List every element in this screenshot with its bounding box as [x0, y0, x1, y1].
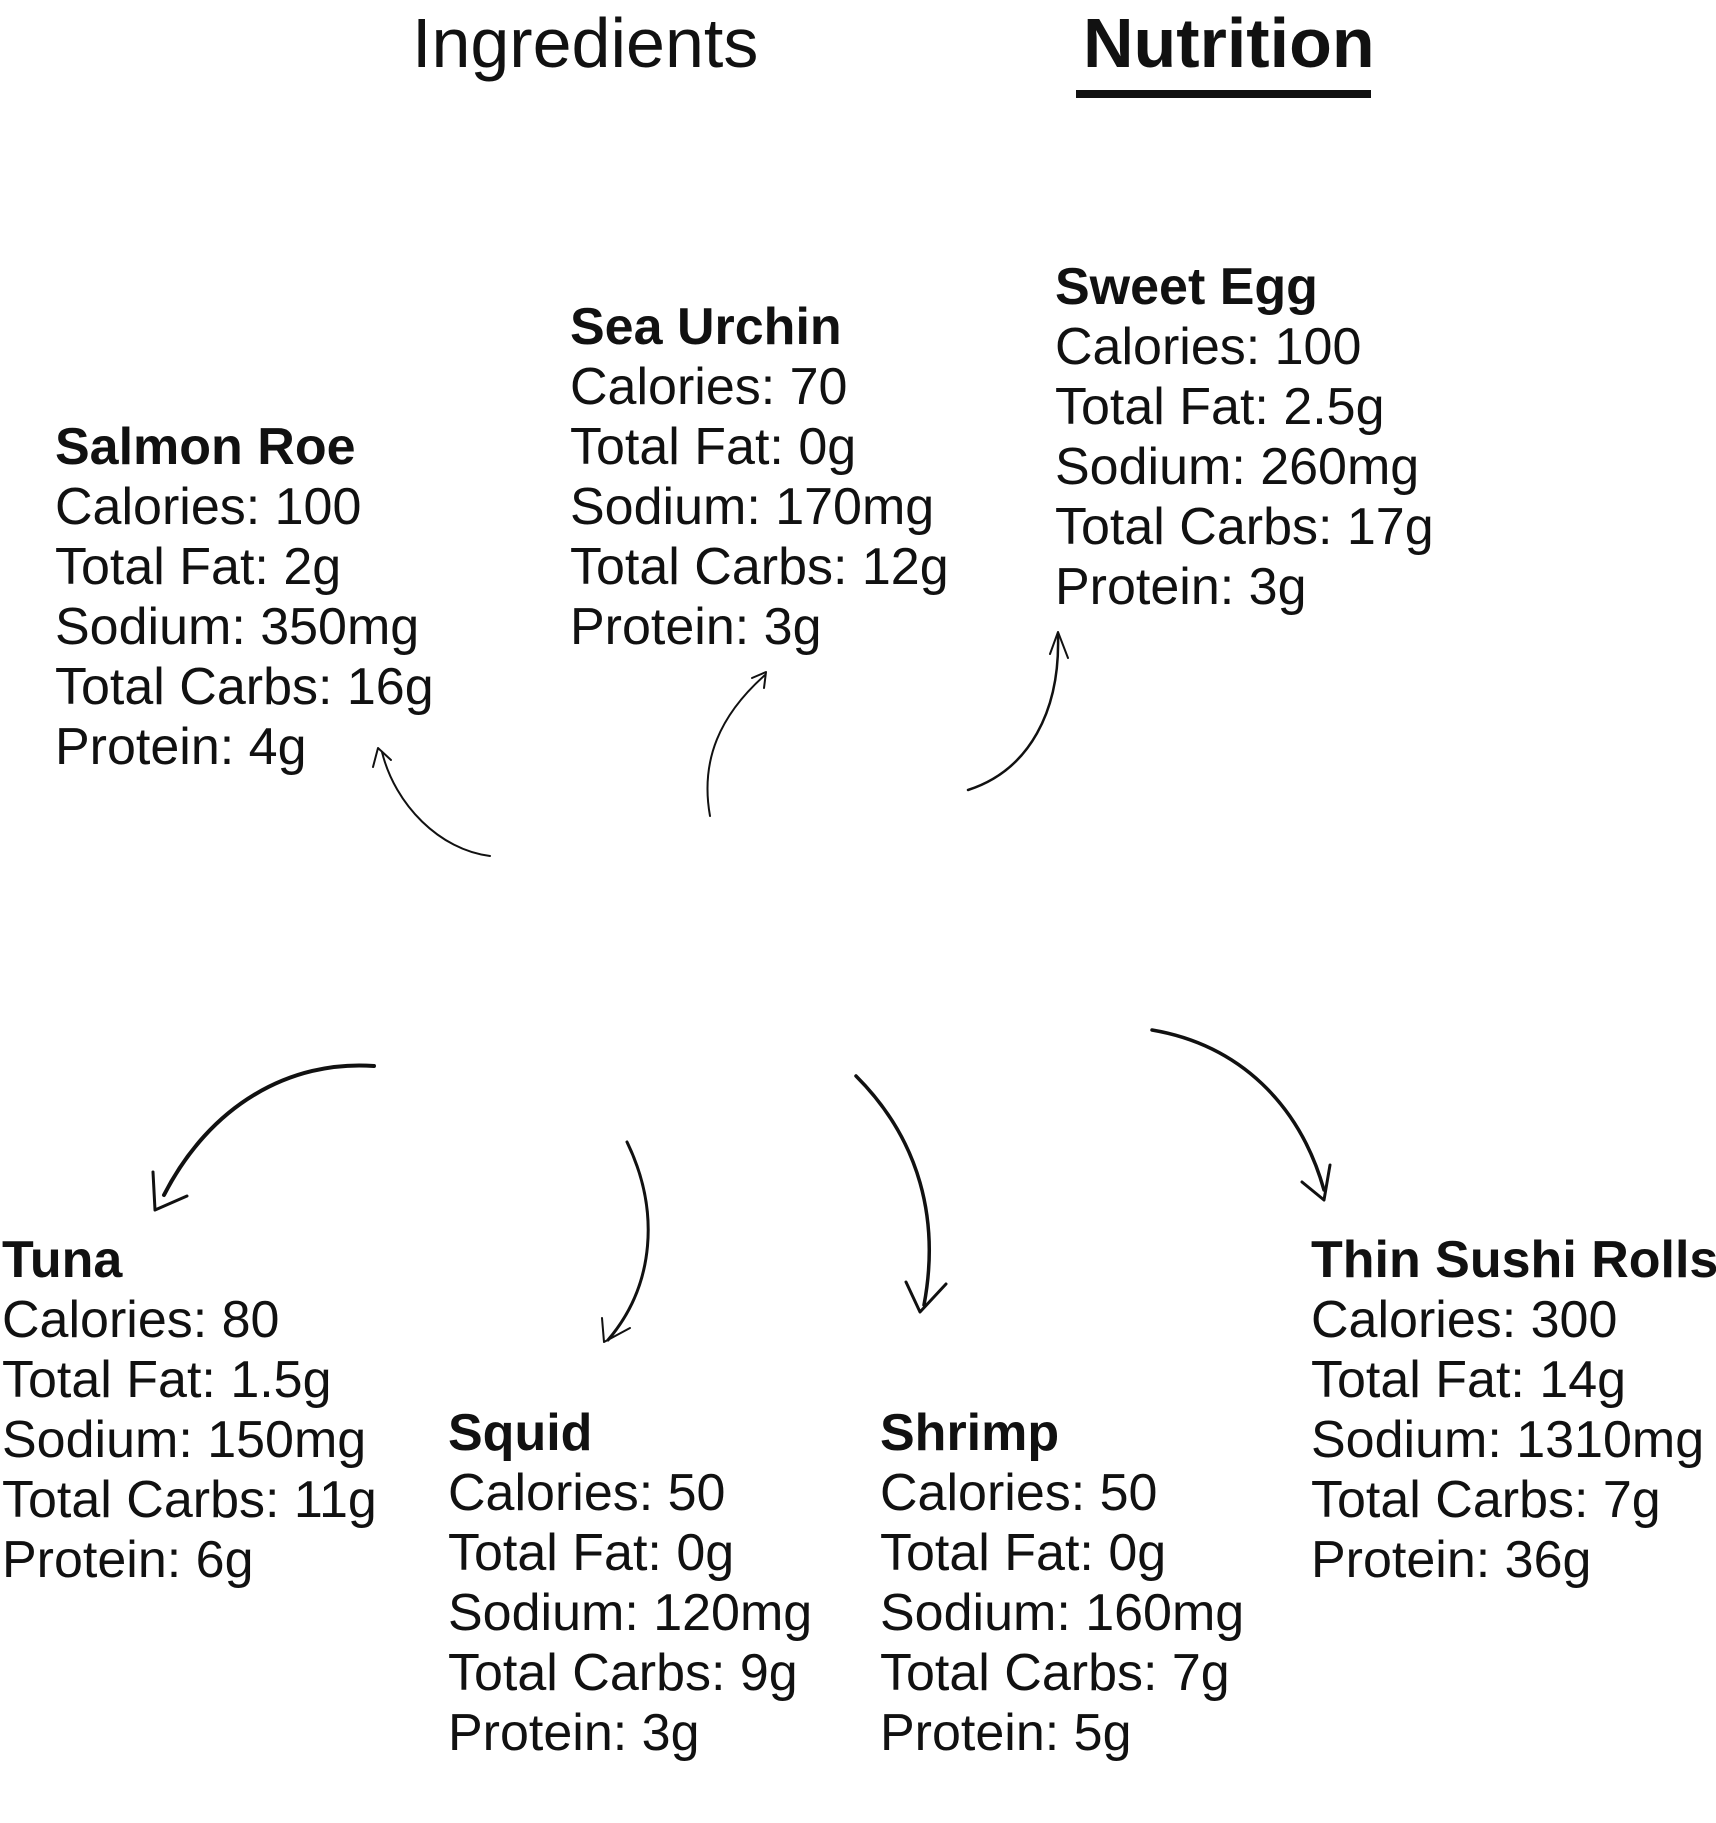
item-name: Shrimp	[880, 1404, 1060, 1462]
fat-value: Total Fat: 2.5g	[1055, 378, 1385, 436]
carbs-value: Total Carbs: 9g	[448, 1644, 798, 1702]
tab-nutrition[interactable]: Nutrition	[1083, 4, 1375, 82]
sodium-value: Sodium: 1310mg	[1311, 1411, 1705, 1469]
calories-value: Calories: 100	[55, 478, 362, 536]
carbs-value: Total Carbs: 11g	[2, 1471, 377, 1529]
curved-arrow-icon	[151, 1063, 376, 1212]
calories-value: Calories: 50	[448, 1464, 726, 1522]
sodium-value: Sodium: 150mg	[2, 1411, 367, 1469]
curved-arrow-icon	[854, 1074, 948, 1314]
protein-value: Protein: 36g	[1311, 1531, 1592, 1589]
calories-value: Calories: 100	[1055, 318, 1362, 376]
curved-arrow-icon	[601, 1140, 650, 1343]
sodium-value: Sodium: 160mg	[880, 1584, 1245, 1642]
calories-value: Calories: 70	[570, 358, 848, 416]
protein-value: Protein: 3g	[570, 598, 822, 656]
nutrition-card-salmon-roe: Salmon Roe Calories: 100 Total Fat: 2g S…	[55, 417, 434, 777]
nutrition-card-sea-urchin: Sea Urchin Calories: 70 Total Fat: 0g So…	[570, 297, 949, 657]
item-name: Sweet Egg	[1055, 258, 1318, 316]
sodium-value: Sodium: 350mg	[55, 598, 420, 656]
protein-value: Protein: 3g	[1055, 558, 1307, 616]
curved-arrow-icon	[706, 671, 767, 817]
nutrition-card-sweet-egg: Sweet Egg Calories: 100 Total Fat: 2.5g …	[1055, 257, 1434, 617]
sodium-value: Sodium: 260mg	[1055, 438, 1420, 496]
calories-value: Calories: 80	[2, 1291, 280, 1349]
calories-value: Calories: 50	[880, 1464, 1158, 1522]
fat-value: Total Fat: 0g	[448, 1524, 735, 1582]
fat-value: Total Fat: 1.5g	[2, 1351, 332, 1409]
nutrition-card-shrimp: Shrimp Calories: 50 Total Fat: 0g Sodium…	[880, 1403, 1244, 1763]
protein-value: Protein: 6g	[2, 1531, 254, 1589]
carbs-value: Total Carbs: 17g	[1055, 498, 1434, 556]
nutrition-card-tuna: Tuna Calories: 80 Total Fat: 1.5g Sodium…	[2, 1230, 377, 1590]
tab-ingredients[interactable]: Ingredients	[412, 4, 759, 82]
carbs-value: Total Carbs: 12g	[570, 538, 949, 596]
sodium-value: Sodium: 170mg	[570, 478, 935, 536]
item-name: Salmon Roe	[55, 418, 356, 476]
active-tab-underline	[1076, 90, 1371, 98]
fat-value: Total Fat: 2g	[55, 538, 342, 596]
nutrition-card-squid: Squid Calories: 50 Total Fat: 0g Sodium:…	[448, 1403, 812, 1763]
protein-value: Protein: 5g	[880, 1704, 1132, 1762]
calories-value: Calories: 300	[1311, 1291, 1618, 1349]
curved-arrow-icon	[1150, 1028, 1332, 1202]
fat-value: Total Fat: 14g	[1311, 1351, 1627, 1409]
item-name: Thin Sushi Rolls	[1311, 1231, 1716, 1289]
sodium-value: Sodium: 120mg	[448, 1584, 813, 1642]
item-name: Squid	[448, 1404, 593, 1462]
carbs-value: Total Carbs: 7g	[1311, 1471, 1661, 1529]
item-name: Tuna	[2, 1231, 123, 1289]
curved-arrow-icon	[966, 631, 1069, 792]
item-name: Sea Urchin	[570, 298, 842, 356]
carbs-value: Total Carbs: 16g	[55, 658, 434, 716]
fat-value: Total Fat: 0g	[570, 418, 857, 476]
nutrition-card-thin-sushi-rolls: Thin Sushi Rolls Calories: 300 Total Fat…	[1311, 1230, 1716, 1590]
fat-value: Total Fat: 0g	[880, 1524, 1167, 1582]
protein-value: Protein: 3g	[448, 1704, 700, 1762]
carbs-value: Total Carbs: 7g	[880, 1644, 1230, 1702]
protein-value: Protein: 4g	[55, 718, 307, 776]
